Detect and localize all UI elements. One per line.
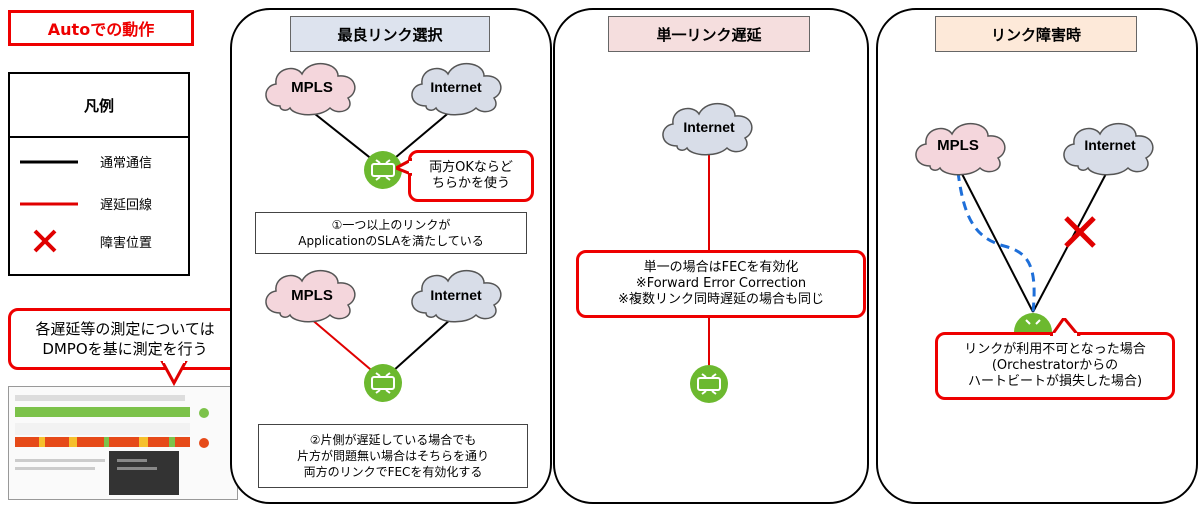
legend-box: 凡例 通常通信 遅延回線 障害位置 — [8, 72, 190, 276]
link-mpls-p3 — [959, 169, 1034, 313]
panel-single-link-diagram: Internet — [662, 103, 753, 403]
internet-label-2: Internet — [430, 287, 482, 303]
panel3-callout-line1: リンクが利用不可となった場合 — [964, 342, 1146, 357]
panel1-note2-line2: 片方が問題無い場合はそちらを通り — [296, 449, 489, 463]
failure-x-icon — [33, 229, 57, 253]
legend-delay-label: 遅延回線 — [100, 198, 153, 213]
legend-row-failure: 障害位置 — [10, 229, 188, 262]
panel1-callout: 両方OKならど ちらかを使う — [408, 150, 534, 202]
panel1-callout-line1: 両方OKならど — [429, 160, 513, 175]
mpls-label-2: MPLS — [291, 287, 333, 304]
internet-label-p2: Internet — [683, 119, 735, 135]
legend-failure-label: 障害位置 — [100, 236, 153, 251]
panel1-callout-line2: ちらかを使う — [431, 176, 510, 191]
page-title: Autoでの動作 — [8, 10, 194, 46]
panel1-note2-line1: ②片側が遅延している場合でも — [309, 433, 477, 447]
panel-best-link-diagram: MPLS Internet MPLS Internet — [265, 63, 502, 402]
edge-device-icon — [364, 151, 402, 189]
cloud-icon — [265, 63, 356, 116]
panel2-callout: 単一の場合はFECを有効化 ※Forward Error Correction … — [576, 250, 866, 318]
legend-normal-label: 通常通信 — [100, 156, 153, 171]
panel3-callout-line2: (Orchestratorからの — [991, 358, 1119, 373]
cloud-icon — [662, 103, 753, 156]
cloud-icon — [411, 63, 502, 116]
panel3-callout-line3: ハートビートが損失した場合) — [967, 374, 1143, 389]
legend-normal-line-icon — [20, 160, 78, 164]
cloud-icon — [1063, 123, 1154, 176]
panel1-note1-line1: ①一つ以上のリンクが — [331, 218, 451, 232]
measure-callout-line1: 各遅延等の測定については — [35, 320, 215, 338]
panel2-callout-line1: 単一の場合はFECを有効化 — [643, 260, 799, 275]
internet-label-p3: Internet — [1084, 137, 1136, 153]
panel1-note2-line3: 両方のリンクでFECを有効化する — [303, 465, 483, 479]
measure-callout-line2: DMPOを基に測定を行う — [42, 340, 208, 358]
edge-device-icon — [364, 364, 402, 402]
reroute-path — [956, 171, 1036, 313]
legend-delay-line-icon — [20, 202, 78, 206]
panel1-note1: ①一つ以上のリンクが ApplicationのSLAを満たしている — [255, 212, 527, 254]
panel2-callout-line3: ※複数リンク同時遅延の場合も同じ — [618, 292, 824, 307]
edge-device-icon — [690, 365, 728, 403]
failure-x-icon — [1064, 216, 1096, 248]
panel-link-failure-heading: リンク障害時 — [935, 16, 1137, 52]
panel1-note1-line2: ApplicationのSLAを満たしている — [298, 234, 484, 248]
dmpo-screenshot-thumbnail — [8, 386, 238, 500]
panel2-callout-line2: ※Forward Error Correction — [635, 276, 807, 291]
legend-title: 凡例 — [10, 74, 188, 138]
page-title-text: Autoでの動作 — [47, 20, 155, 39]
measure-callout: 各遅延等の測定については DMPOを基に測定を行う — [8, 308, 242, 370]
measure-callout-tail — [160, 361, 188, 387]
panel3-callout: リンクが利用不可となった場合 (Orchestratorからの ハートビートが損… — [935, 332, 1175, 400]
cloud-icon — [411, 270, 502, 323]
panel3-callout-tail — [1050, 318, 1081, 336]
legend-row-delay: 遅延回線 — [10, 194, 188, 224]
panel1-note2: ②片側が遅延している場合でも 片方が問題無い場合はそちらを通り 両方のリンクでF… — [258, 424, 528, 488]
internet-label: Internet — [430, 79, 482, 95]
panel1-callout-tail — [396, 158, 412, 177]
cloud-icon — [915, 123, 1006, 176]
legend-row-normal: 通常通信 — [10, 152, 188, 182]
cloud-icon — [265, 270, 356, 323]
panel-best-link-heading: 最良リンク選択 — [290, 16, 490, 52]
mpls-label-p3: MPLS — [937, 137, 979, 154]
panel-link-failure-diagram: MPLS Internet — [915, 123, 1154, 351]
mpls-label: MPLS — [291, 79, 333, 96]
panel-single-link-heading: 単一リンク遅延 — [608, 16, 810, 52]
panel-link-failure — [876, 8, 1198, 504]
dmpo-graph-image — [15, 395, 209, 495]
